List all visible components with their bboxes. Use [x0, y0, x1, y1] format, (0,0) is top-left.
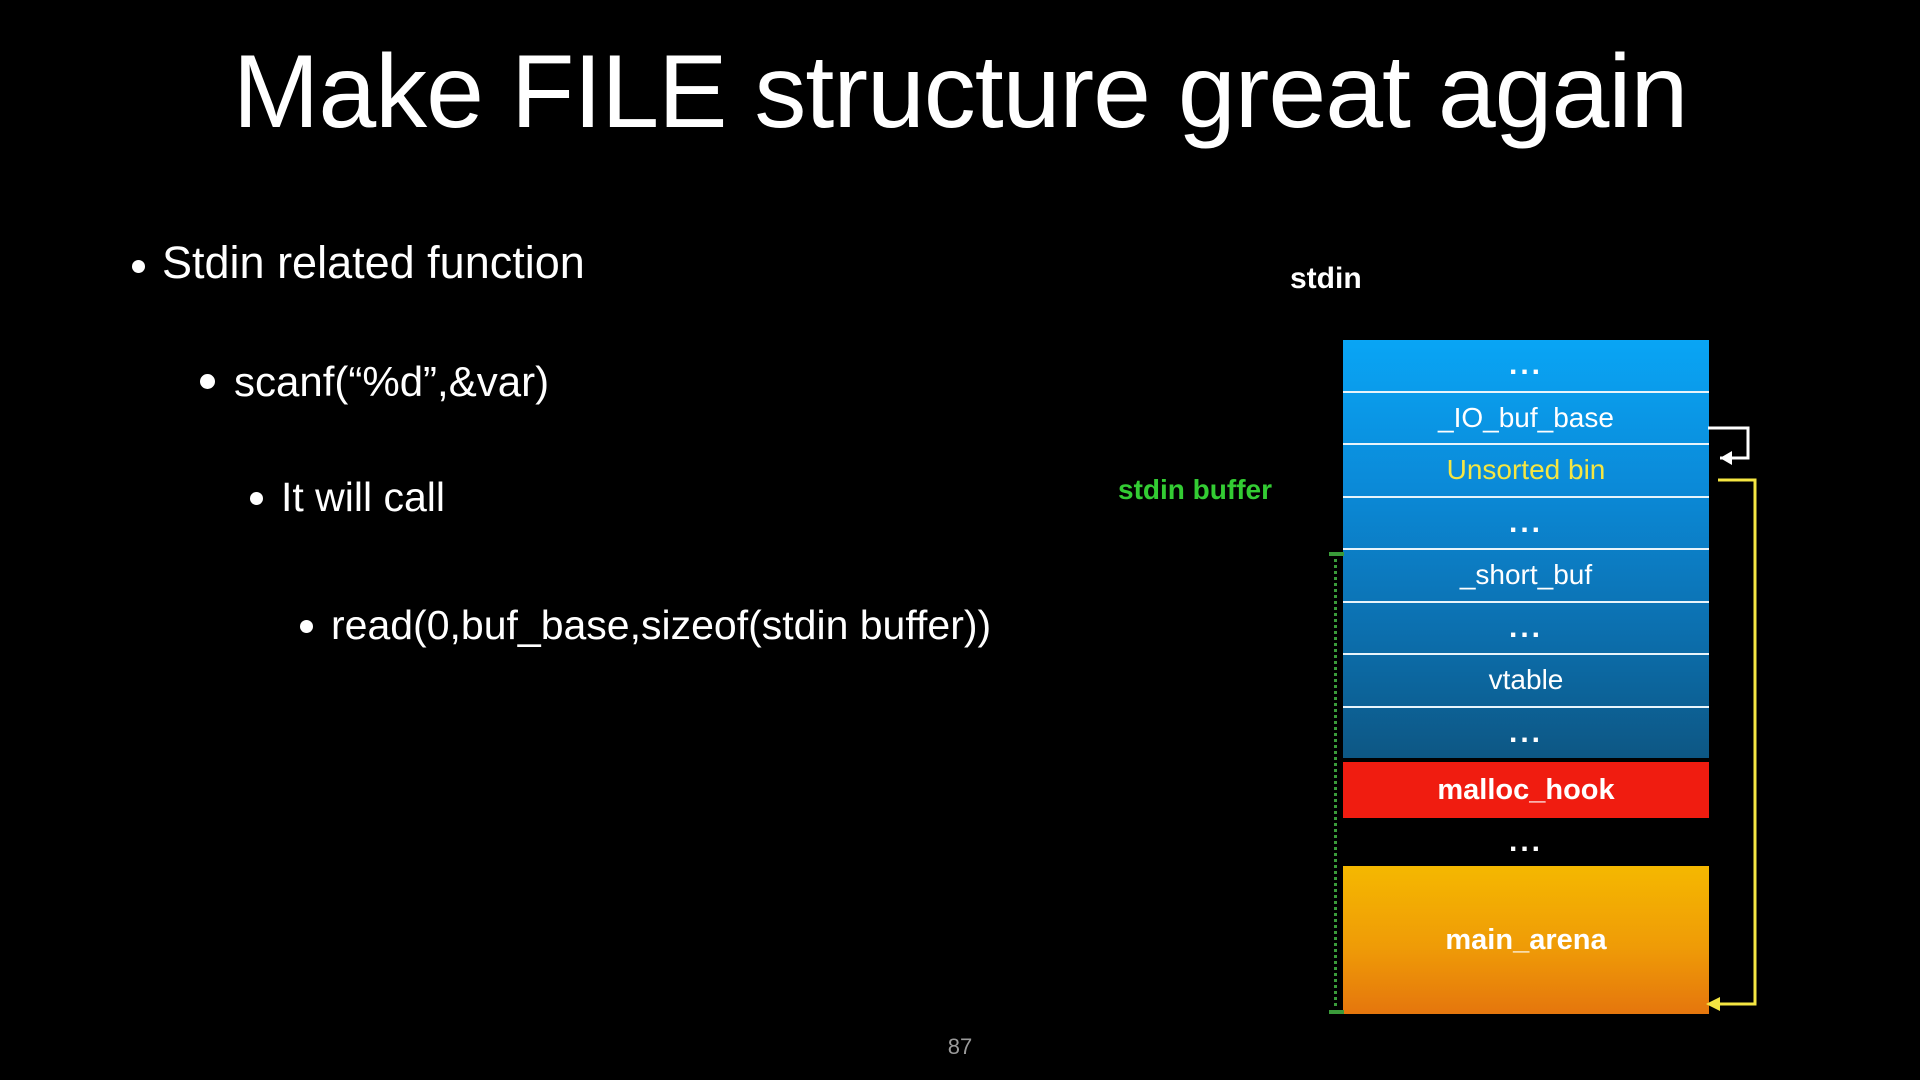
gap-ellipsis: ... — [1508, 825, 1543, 858]
list-item: It will call — [250, 474, 445, 520]
struct-row: vtable — [1343, 653, 1709, 706]
list-item-label: It will call — [281, 474, 446, 520]
struct-row: ... — [1343, 495, 1709, 549]
page-number: 87 — [947, 1034, 973, 1059]
malloc-hook-box: malloc_hook — [1343, 762, 1709, 818]
bullet-dot-icon — [250, 492, 263, 505]
bracket-cap-bottom — [1329, 1010, 1344, 1014]
stdin-label: stdin — [1290, 262, 1362, 295]
list-item-label: read(0,buf_base,sizeof(stdin buffer)) — [331, 602, 992, 648]
list-item: scanf(“%d”,&var) — [200, 358, 549, 406]
bullet-dot-icon — [200, 374, 215, 389]
stdin-buffer-label: stdin buffer — [1118, 474, 1272, 505]
unsorted-bin-to-main-arena-arrow-icon — [1706, 478, 1757, 1011]
bullet-dot-icon — [300, 620, 313, 633]
main-arena-box: main_arena — [1343, 866, 1709, 1014]
struct-row: _short_buf — [1343, 548, 1709, 601]
page-title: Make FILE structure great again — [232, 34, 1689, 150]
struct-row: ... — [1343, 600, 1709, 654]
struct-row: ... — [1508, 348, 1543, 382]
bracket-cap-top — [1329, 552, 1344, 556]
list-item: read(0,buf_base,sizeof(stdin buffer)) — [300, 602, 991, 648]
list-item-label: Stdin related function — [162, 237, 585, 288]
struct-row: Unsorted bin — [1343, 443, 1709, 496]
struct-row: ... — [1343, 705, 1709, 759]
bullet-dot-icon — [132, 260, 145, 273]
struct-row: _IO_buf_base — [1343, 390, 1709, 444]
file-struct-box: ... _IO_buf_base Unsorted bin ... _short… — [1343, 340, 1709, 758]
list-item: Stdin related function — [132, 238, 585, 288]
bracket-stem-line — [1334, 552, 1337, 1014]
stdin-buffer-bracket — [1329, 552, 1344, 1014]
list-item-label: scanf(“%d”,&var) — [234, 358, 550, 405]
buf-base-pointer-arrow-icon — [1708, 426, 1750, 465]
